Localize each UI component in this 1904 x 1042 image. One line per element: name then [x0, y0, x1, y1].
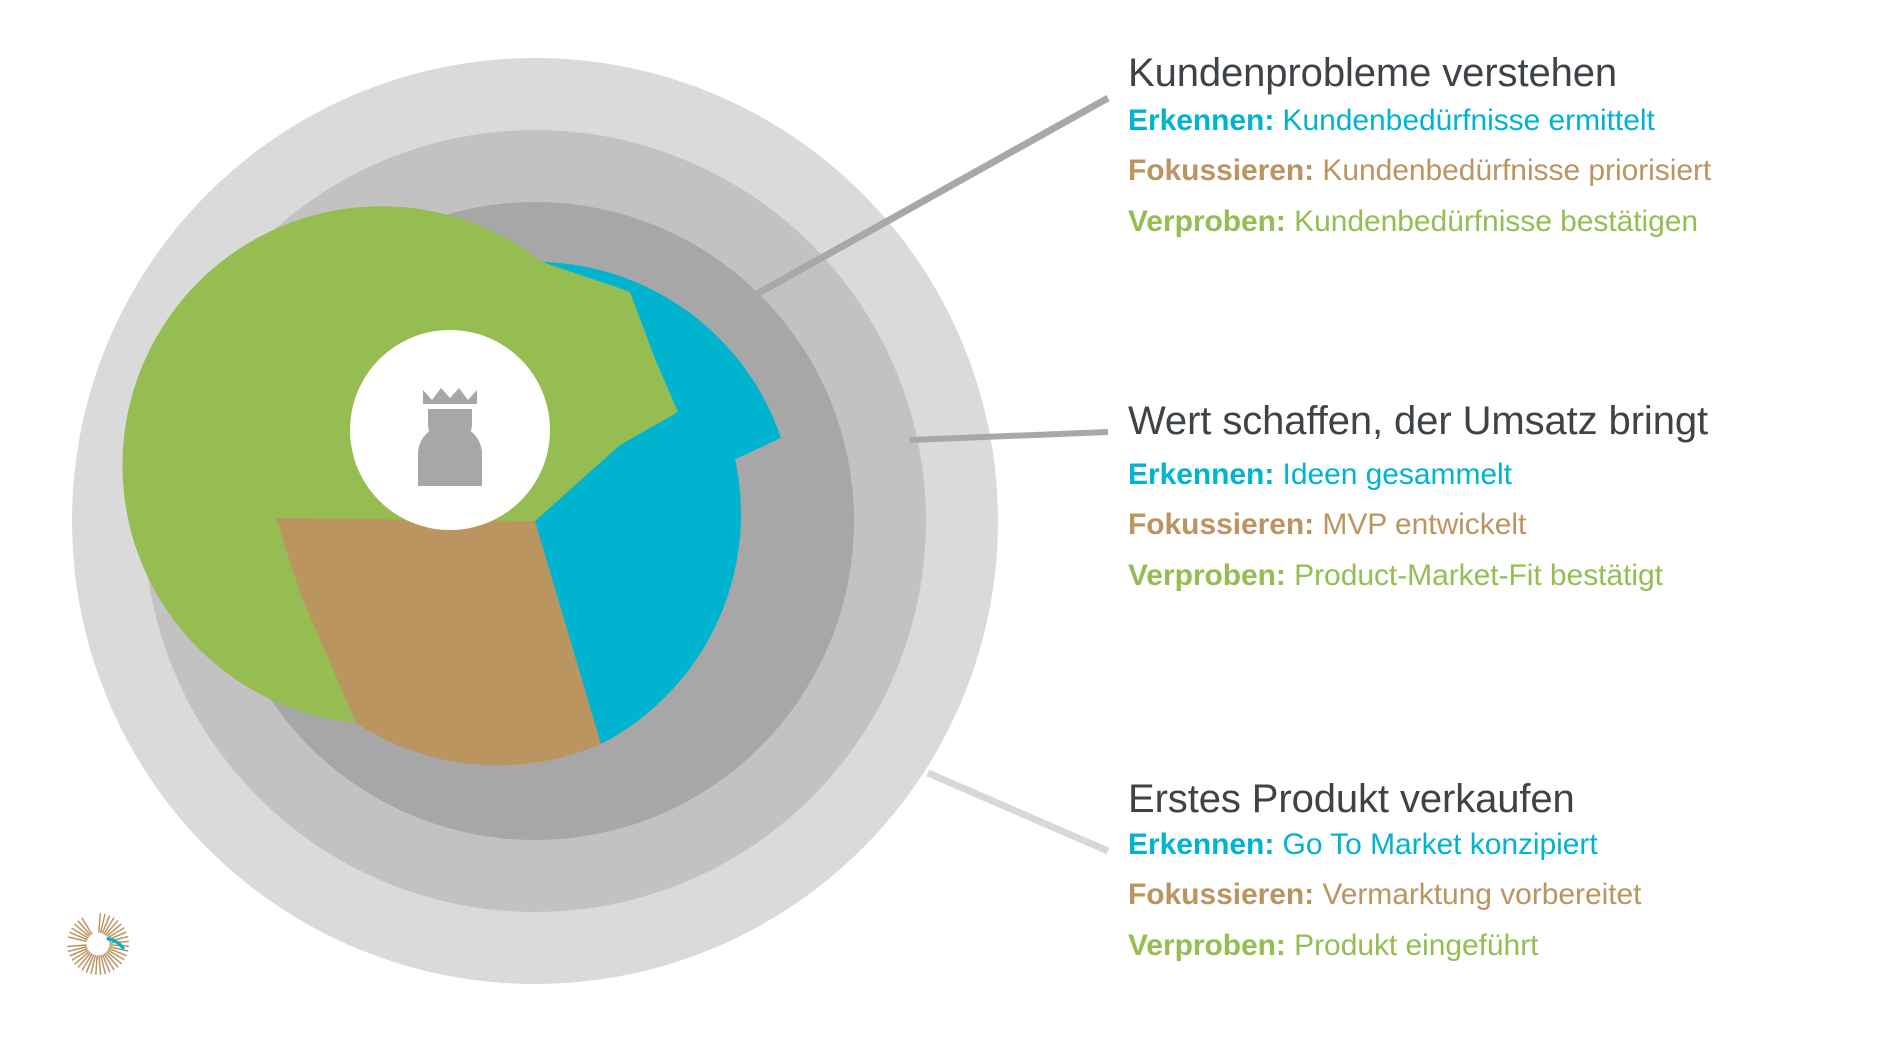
row-value: MVP entwickelt — [1314, 508, 1527, 542]
spiral-c-logo — [67, 913, 129, 975]
block-title: Kundenprobleme verstehen — [1128, 51, 1618, 95]
row-label: Verproben: — [1128, 928, 1286, 962]
row-label: Erkennen: — [1128, 458, 1275, 492]
row-value: Vermarktung vorbereitet — [1314, 878, 1642, 912]
row-value: Kundenbedürfnisse bestätigen — [1285, 204, 1699, 238]
block-title: Wert schaffen, der Umsatz bringt — [1128, 399, 1709, 443]
segment-fokussieren-tip — [276, 518, 535, 723]
row-value: Kundenbedürfnisse ermittelt — [1274, 104, 1655, 138]
connector-line-3 — [926, 769, 1110, 855]
row-value: Product-Market-Fit bestätigt — [1285, 558, 1663, 592]
row-fokussieren: Fokussieren: MVP entwickelt — [1128, 505, 1904, 545]
row-label: Verproben: — [1128, 204, 1286, 238]
text-block-wert-schaffen: Wert schaffen, der Umsatz bringt Erkenne… — [1128, 399, 1904, 596]
row-label: Erkennen: — [1128, 104, 1275, 138]
row-value: Ideen gesammelt — [1274, 458, 1512, 492]
row-value: Produkt eingeführt — [1285, 928, 1539, 962]
row-erkennen: Erkennen: Kundenbedürfnisse ermittelt — [1128, 101, 1904, 141]
text-block-erstes-produkt: Erstes Produkt verkaufen Erkennen: Go To… — [1128, 777, 1904, 966]
row-erkennen: Erkennen: Ideen gesammelt — [1128, 455, 1904, 495]
row-label: Fokussieren: — [1128, 508, 1315, 542]
row-fokussieren: Fokussieren: Kundenbedürfnisse priorisie… — [1128, 151, 1904, 191]
row-label: Fokussieren: — [1128, 154, 1315, 188]
segment-fokussieren — [356, 521, 601, 766]
block-title: Erstes Produkt verkaufen — [1128, 777, 1575, 821]
crowned-person-icon — [418, 388, 482, 486]
row-erkennen: Erkennen: Go To Market konzipiert — [1128, 825, 1904, 865]
connector-line-1 — [744, 94, 1110, 304]
row-fokussieren: Fokussieren: Vermarktung vorbereitet — [1128, 875, 1904, 915]
row-verproben: Verproben: Kundenbedürfnisse bestätigen — [1128, 202, 1904, 242]
row-value: Go To Market konzipiert — [1274, 828, 1598, 862]
row-label: Fokussieren: — [1128, 878, 1315, 912]
segment-verproben-tip — [535, 262, 678, 521]
row-label: Erkennen: — [1128, 828, 1275, 862]
text-column: Kundenprobleme verstehen Erkennen: Kunde… — [1128, 0, 1904, 1042]
row-verproben: Verproben: Product-Market-Fit bestätigt — [1128, 556, 1904, 596]
logo-accent-arc — [106, 937, 125, 950]
row-label: Verproben: — [1128, 558, 1286, 592]
row-value: Kundenbedürfnisse priorisiert — [1314, 154, 1712, 188]
row-verproben: Verproben: Produkt eingeführt — [1128, 926, 1904, 966]
text-block-kundenprobleme: Kundenprobleme verstehen Erkennen: Kunde… — [1128, 51, 1904, 242]
connector-line-2 — [909, 429, 1109, 443]
